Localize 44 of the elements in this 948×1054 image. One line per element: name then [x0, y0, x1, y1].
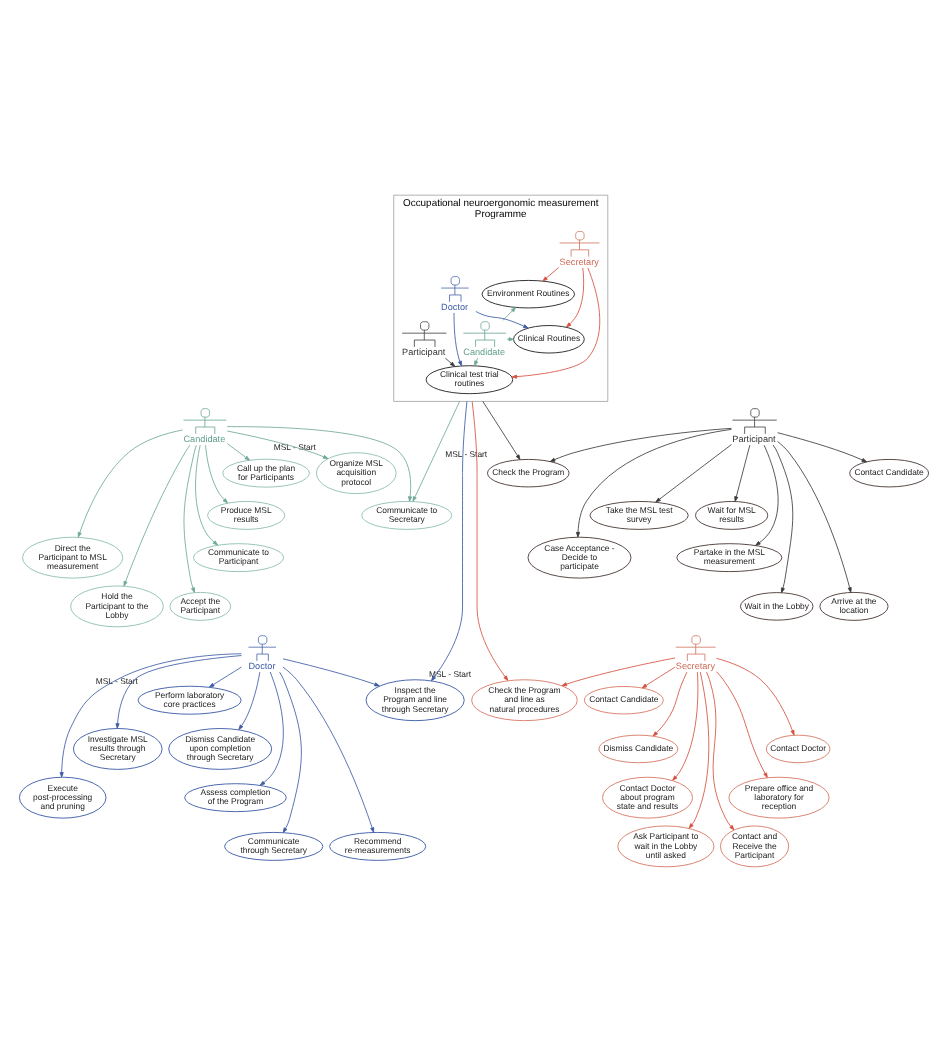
arrow [716, 656, 795, 735]
arrow [655, 443, 732, 502]
arrow [195, 443, 219, 545]
arrow [59, 652, 242, 777]
arrow [549, 426, 732, 461]
arrow [652, 670, 688, 736]
arrow [777, 431, 868, 462]
arrow [716, 670, 768, 777]
arrow [641, 665, 676, 688]
arrow [226, 425, 413, 501]
arrow [115, 654, 242, 728]
arrow [502, 306, 517, 320]
arrow [561, 656, 676, 686]
arrow [205, 443, 228, 503]
arrow [282, 665, 375, 832]
arrow [542, 266, 560, 281]
arrow [412, 400, 461, 501]
arrow [772, 443, 794, 593]
arrow [474, 356, 479, 366]
arrow [453, 311, 463, 366]
arrow [431, 400, 468, 681]
arrow [226, 442, 250, 460]
arrow [576, 427, 732, 537]
arrow [734, 443, 751, 501]
arrow [226, 429, 329, 459]
arrow [706, 670, 735, 830]
arrow [672, 670, 699, 780]
arrow [566, 266, 585, 327]
arrow [482, 400, 521, 459]
arrow [471, 400, 509, 680]
arrow [123, 443, 191, 586]
arrow [77, 428, 184, 537]
arrow [475, 310, 529, 328]
arrow [209, 665, 242, 687]
arrow [511, 266, 601, 378]
arrow [444, 356, 456, 366]
arrow [259, 670, 284, 785]
arrow [777, 440, 852, 592]
arrow [755, 443, 779, 545]
arrow [688, 670, 710, 828]
arrow [279, 670, 302, 832]
arrow [183, 443, 197, 592]
arrow [282, 657, 380, 686]
arrow [238, 670, 261, 729]
